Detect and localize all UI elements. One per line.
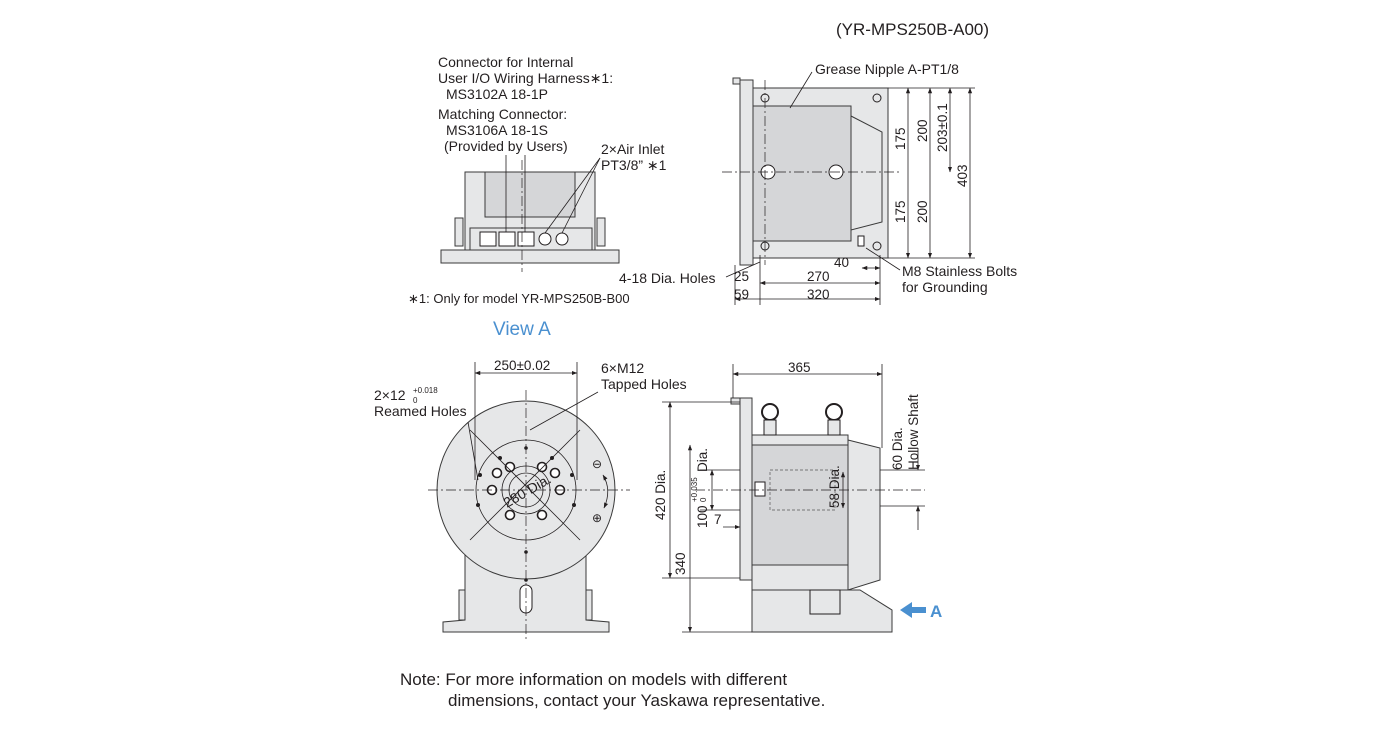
hollow-shaft-callout: 60 Dia. Hollow Shaft: [890, 394, 921, 470]
svg-text:User I/O Wiring Harness∗1:: User I/O Wiring Harness∗1:: [438, 70, 613, 86]
tapped-holes: [486, 461, 566, 521]
svg-text:403: 403: [955, 164, 970, 187]
svg-text:+0.035: +0.035: [690, 477, 699, 502]
svg-text:Note: For more information on: Note: For more information on models wit…: [400, 670, 787, 689]
svg-text:320: 320: [807, 287, 830, 302]
dim-7: 7: [714, 512, 722, 527]
side-view-dimensions: [725, 71, 975, 305]
svg-text:+0.018: +0.018: [413, 386, 438, 395]
view-a-rear-drawing: [440, 155, 620, 272]
svg-text:MS3106A 18-1S: MS3106A 18-1S: [446, 122, 548, 138]
svg-text:25: 25: [734, 269, 749, 284]
svg-text:200: 200: [915, 200, 930, 223]
svg-text:for Grounding: for Grounding: [902, 279, 988, 295]
dim-250: 250±0.02: [494, 358, 550, 373]
svg-text:100: 100: [695, 505, 710, 528]
connector-callout: Connector for Internal User I/O Wiring H…: [438, 54, 613, 154]
svg-text:40: 40: [834, 255, 849, 270]
reamed-holes-callout: 2×12 +0.018 0 Reamed Holes: [374, 386, 467, 419]
view-a-title: View A: [493, 319, 551, 340]
svg-text:175: 175: [893, 127, 908, 150]
profile-view-drawing: [695, 397, 925, 633]
svg-text:M8 Stainless Bolts: M8 Stainless Bolts: [902, 263, 1017, 279]
model-label: (YR-MPS250B-A00): [836, 20, 989, 39]
front-view-drawing: [428, 390, 630, 640]
rotation-minus: ⊖: [592, 457, 602, 471]
svg-text:203±0.1: 203±0.1: [935, 103, 950, 152]
svg-text:Dia.: Dia.: [695, 448, 710, 472]
bolts-callout: M8 Stainless Bolts for Grounding: [902, 263, 1017, 295]
air-inlet-callout: 2×Air Inlet PT3/8” ∗1: [601, 141, 667, 173]
tapped-holes-callout: 6×M12 Tapped Holes: [601, 360, 687, 392]
svg-text:Connector for Internal: Connector for Internal: [438, 54, 573, 70]
dim-100-dia: 100 +0.035 0 Dia.: [690, 448, 710, 528]
grease-nipple-label: Grease Nipple A-PT1/8: [815, 61, 959, 77]
rotation-plus: ⊕: [592, 511, 602, 525]
svg-text:175: 175: [893, 200, 908, 223]
svg-text:(Provided by Users): (Provided by Users): [444, 138, 568, 154]
side-view-drawing: [722, 77, 900, 266]
svg-text:2×12: 2×12: [374, 387, 406, 403]
svg-text:MS3102A 18-1P: MS3102A 18-1P: [446, 86, 548, 102]
front-view-dimensions: [467, 362, 599, 481]
svg-text:59: 59: [734, 287, 749, 302]
svg-text:200: 200: [915, 119, 930, 142]
dim-365: 365: [788, 360, 811, 375]
svg-text:PT3/8” ∗1: PT3/8” ∗1: [601, 157, 667, 173]
note: Note: For more information on models wit…: [400, 670, 825, 710]
profile-view-dimensions: [662, 364, 925, 633]
svg-text:2×Air Inlet: 2×Air Inlet: [601, 141, 665, 157]
holes-label: 4-18 Dia. Holes: [619, 270, 716, 286]
svg-text:Tapped Holes: Tapped Holes: [601, 376, 687, 392]
svg-text:270: 270: [807, 269, 830, 284]
dim-58-dia: 58 Dia.: [827, 465, 842, 508]
dim-420-dia: 420 Dia.: [653, 470, 668, 520]
svg-text:A: A: [930, 602, 942, 621]
side-dim-labels: 175 200 203±0.1 403 175 200 40 25 270 59…: [734, 103, 970, 302]
svg-text:dimensions, contact your Yaska: dimensions, contact your Yaskawa represe…: [448, 691, 825, 710]
svg-text:0: 0: [699, 497, 708, 502]
footnote: ∗1: Only for model YR-MPS250B-B00: [408, 291, 630, 306]
svg-text:Matching Connector:: Matching Connector:: [438, 106, 567, 122]
dim-340: 340: [673, 552, 688, 575]
view-a-arrow: A: [900, 602, 942, 621]
svg-text:6×M12: 6×M12: [601, 360, 644, 376]
svg-text:Hollow Shaft: Hollow Shaft: [906, 394, 921, 470]
svg-text:Reamed Holes: Reamed Holes: [374, 403, 467, 419]
svg-text:60 Dia.: 60 Dia.: [890, 427, 905, 470]
svg-text:0: 0: [413, 396, 418, 405]
